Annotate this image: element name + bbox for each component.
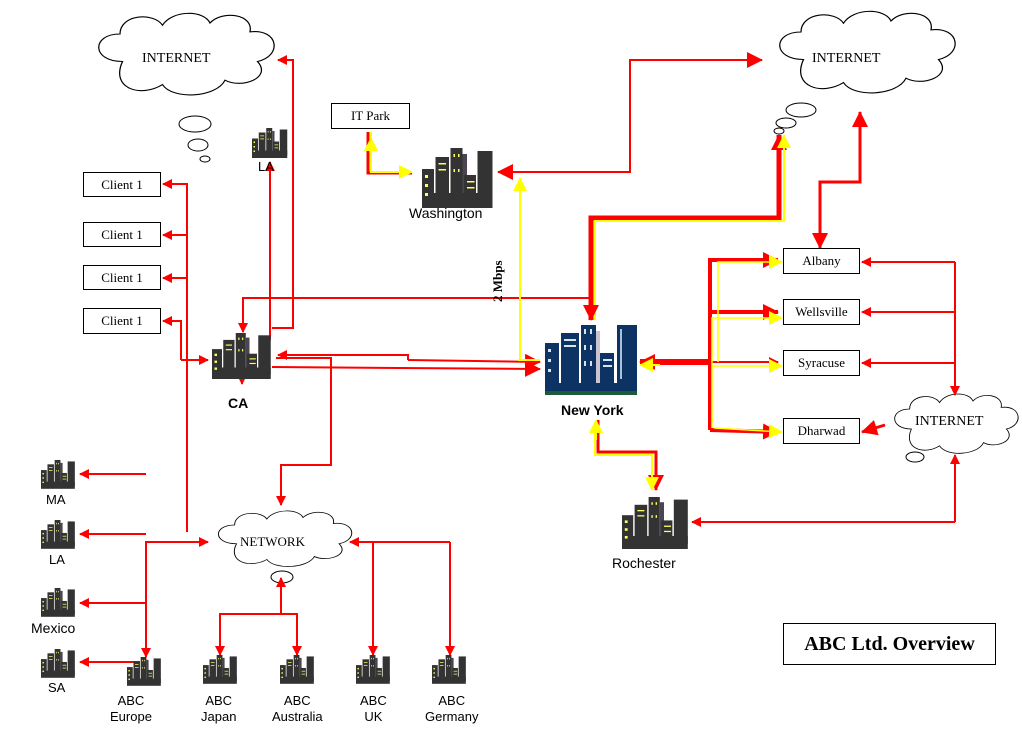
building-abc-germany — [432, 655, 466, 684]
cloud-internet-west — [98, 12, 275, 163]
bandwidth-label: 2 Mbps — [490, 260, 505, 302]
link-ca-ny-2 — [271, 360, 541, 377]
link-ny-ca — [277, 350, 409, 360]
link-client-4 — [162, 316, 182, 360]
node-client-3[interactable]: Client 1 — [83, 265, 161, 290]
label-abc-australia: ABC Australia — [272, 693, 323, 724]
label-mexico: Mexico — [31, 620, 76, 636]
building-rochester — [622, 497, 688, 549]
label-abc-germany: ABC Germany — [425, 693, 479, 724]
node-client-1[interactable]: Client 1 — [83, 172, 161, 197]
link-ca-network — [276, 357, 332, 506]
cloud-internet-south — [894, 393, 1019, 463]
cloud-label-internet-south: INTERNET — [915, 414, 984, 429]
link-ca-internet-west — [272, 55, 294, 329]
label-la: LA — [49, 552, 65, 567]
label-abc-uk: ABC UK — [360, 693, 387, 724]
label-rochester: Rochester — [612, 555, 676, 571]
link-wash-internet-east — [520, 52, 763, 173]
link-itpark-wash-red — [366, 132, 412, 175]
building-new-york — [545, 325, 637, 395]
link-itpark-wash — [370, 132, 413, 179]
links-red — [79, 52, 960, 667]
link-ny-internet-east — [588, 134, 787, 320]
node-syracuse[interactable]: Syracuse — [783, 350, 860, 376]
link-network-japan — [215, 613, 281, 656]
link-ny-wellsville-y — [711, 311, 783, 428]
building-sa — [41, 649, 75, 678]
building-abc-japan — [203, 655, 237, 684]
cloud-label-internet-east: INTERNET — [812, 51, 881, 66]
building-la — [41, 520, 75, 549]
link-internet-dharwad — [861, 419, 886, 436]
building-washington — [422, 148, 493, 208]
label-sa: SA — [48, 680, 66, 695]
cloud-internet-east — [773, 10, 956, 135]
link-ny-internet-east-y — [594, 134, 791, 320]
node-wellsville[interactable]: Wellsville — [783, 299, 860, 325]
link-network-europe — [141, 541, 187, 658]
label-abc-europe: ABC Europe — [110, 693, 152, 724]
link-ca-ny-1 — [407, 353, 541, 370]
node-albany[interactable]: Albany — [783, 248, 860, 274]
link-ny-rochester-y — [594, 430, 659, 491]
label-washington: Washington — [409, 205, 483, 221]
link-ny-albany — [708, 252, 779, 430]
link-ny-albany-y — [717, 255, 783, 362]
node-client-2[interactable]: Client 1 — [83, 222, 161, 247]
label-ca: CA — [228, 395, 249, 411]
link-ny-dharwad-y — [713, 424, 783, 439]
label-ma: MA — [46, 492, 66, 507]
link-network-australia — [281, 613, 302, 656]
building-abc-uk — [356, 655, 390, 684]
building-ma — [41, 460, 75, 489]
node-it-park[interactable]: IT Park — [331, 103, 410, 129]
label-new-york: New York — [561, 402, 624, 418]
label-la-top: LA — [258, 159, 274, 174]
cloud-label-internet-west: INTERNET — [142, 51, 211, 66]
link-ca-ny-top — [242, 297, 591, 332]
links-yellow-red — [364, 132, 791, 491]
label-abc-japan: ABC Japan — [201, 693, 237, 724]
cloud-label-network: NETWORK — [240, 534, 305, 549]
building-ca — [212, 333, 271, 379]
building-abc-australia — [280, 655, 314, 684]
building-la-top — [252, 128, 288, 158]
link-ny-rochester — [596, 420, 664, 491]
building-mexico — [41, 588, 75, 617]
link-client-1 — [162, 179, 188, 532]
node-client-4[interactable]: Client 1 — [83, 308, 161, 334]
node-dharwad[interactable]: Dharwad — [783, 418, 860, 444]
link-albany-internet-east — [818, 111, 868, 245]
diagram-title: ABC Ltd. Overview — [783, 623, 996, 665]
